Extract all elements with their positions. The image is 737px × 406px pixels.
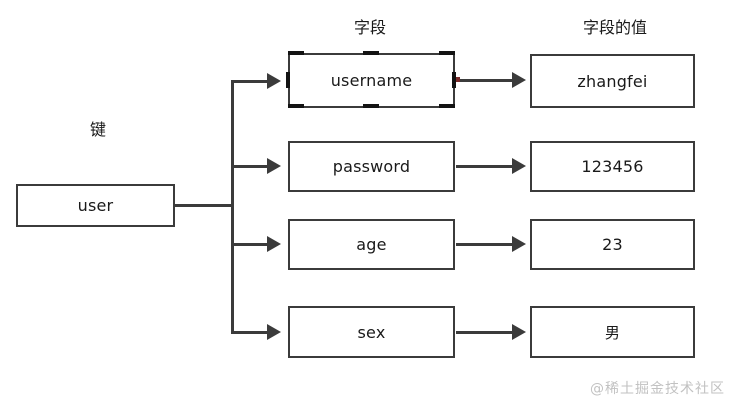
arrowhead-icon-password (267, 158, 281, 174)
resize-handle-right-middle[interactable] (452, 72, 456, 88)
resize-handle-left-middle[interactable] (286, 72, 290, 88)
node-value-male[interactable]: 男 (530, 306, 695, 358)
column-label-field: 字段 (353, 18, 386, 37)
resize-handle-bottom-left[interactable] (288, 104, 304, 108)
connector-sex-to-male[interactable] (456, 331, 514, 334)
node-field-age[interactable]: age (288, 219, 455, 270)
node-field-password[interactable]: password (288, 141, 455, 192)
arrowhead-icon-sex (267, 324, 281, 340)
resize-handle-top-right[interactable] (439, 51, 455, 55)
connector-branch-username[interactable] (231, 80, 267, 83)
arrowhead-icon-age (267, 236, 281, 252)
node-value-123456[interactable]: 123456 (530, 141, 695, 192)
resize-handle-top-middle[interactable] (363, 51, 379, 55)
connector-branch-age[interactable] (231, 243, 267, 246)
connector-root-stem[interactable] (175, 204, 234, 207)
node-field-username[interactable]: username (288, 53, 455, 108)
connector-trunk[interactable] (231, 80, 234, 333)
node-field-sex[interactable]: sex (288, 306, 455, 358)
arrowhead-icon-username (267, 73, 281, 89)
node-value-zhangfei[interactable]: zhangfei (530, 54, 695, 108)
connector-branch-password[interactable] (231, 165, 267, 168)
column-label-key: 键 (89, 120, 106, 139)
connector-username-to-zhangfei[interactable] (456, 79, 514, 82)
arrowhead-icon-male (512, 324, 526, 340)
connector-age-to-23[interactable] (456, 243, 514, 246)
resize-handle-top-left[interactable] (288, 51, 304, 55)
connector-branch-sex[interactable] (231, 331, 267, 334)
arrowhead-icon-23 (512, 236, 526, 252)
watermark-text: @稀土掘金技术社区 (590, 381, 725, 397)
arrowhead-icon-zhangfei (512, 72, 526, 88)
node-value-23[interactable]: 23 (530, 219, 695, 270)
connector-password-to-123456[interactable] (456, 165, 514, 168)
resize-handle-bottom-right[interactable] (439, 104, 455, 108)
node-key-user[interactable]: user (16, 184, 175, 227)
arrowhead-icon-123456 (512, 158, 526, 174)
connector-endpoint-dot[interactable] (456, 77, 460, 82)
column-label-value: 字段的值 (582, 18, 647, 37)
resize-handle-bottom-middle[interactable] (363, 104, 379, 108)
